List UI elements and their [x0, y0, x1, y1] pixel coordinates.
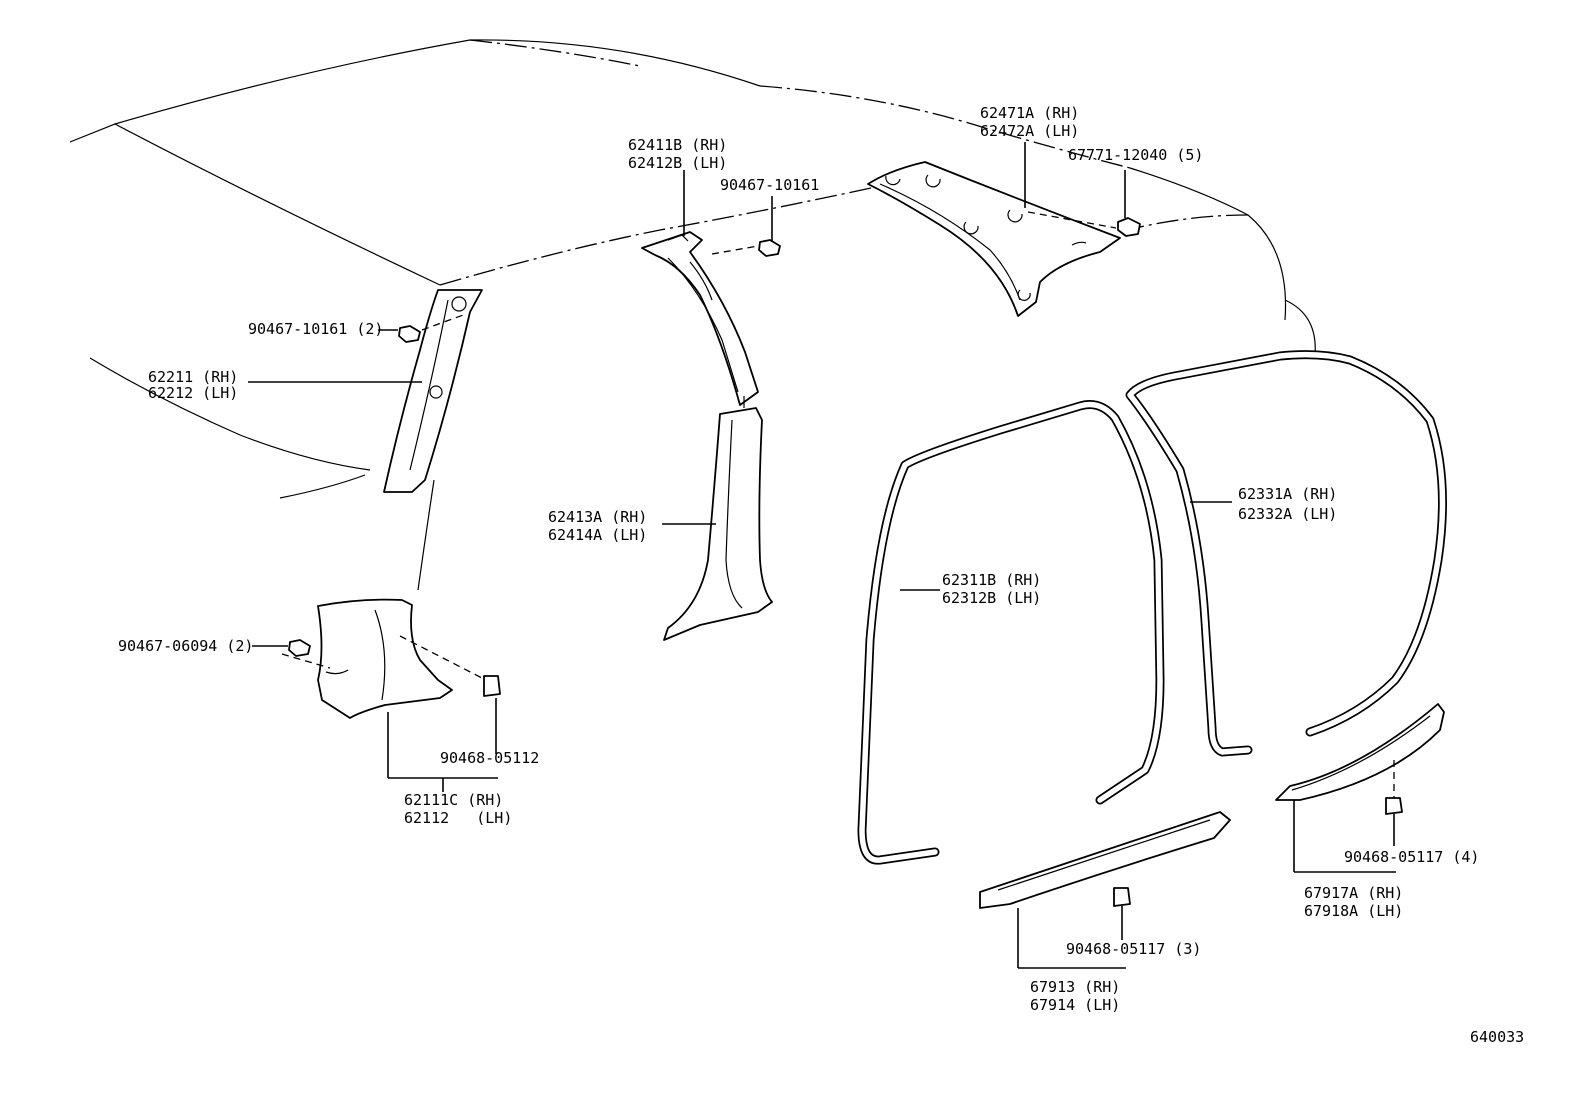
label-62413A-rh: 62413A (RH) — [548, 508, 647, 526]
label-90468-05112: 90468-05112 — [440, 749, 539, 767]
front-pillar-trim — [248, 289, 483, 493]
label-67913-rh: 67913 (RH) — [1030, 978, 1120, 996]
callout-62311B: 62311B (RH) 62312B (LH) — [942, 571, 1041, 607]
label-90467-06094: 90467-06094 (2) — [118, 637, 253, 655]
label-90468-05117-4: 90468-05117 (4) — [1344, 848, 1479, 866]
label-62311B-rh: 62311B (RH) — [942, 571, 1041, 589]
callout-67917A: 67917A (RH) 67918A (LH) — [1304, 884, 1403, 920]
clip-90467-top-icon — [711, 196, 781, 257]
center-pillar-lower-trim — [662, 396, 773, 641]
label-62332A-lh: 62332A (LH) — [1238, 505, 1337, 523]
clip-90467-left-icon — [378, 313, 467, 343]
label-90467-10161-top: 90467-10161 — [720, 176, 819, 194]
callout-67913: 67913 (RH) 67914 (LH) — [1030, 978, 1120, 1014]
callout-62331A: 62331A (RH) 62332A (LH) — [1238, 485, 1337, 523]
clip-90468-05117-4-icon — [1385, 797, 1403, 846]
label-67918A-lh: 67918A (LH) — [1304, 902, 1403, 920]
callout-62111C: 62111C (RH) 62112 (LH) — [404, 791, 512, 827]
label-62331A-rh: 62331A (RH) — [1238, 485, 1337, 503]
callout-62413A: 62413A (RH) 62414A (LH) — [548, 508, 647, 544]
label-67771-12040: 67771-12040 (5) — [1068, 146, 1203, 164]
label-67914-lh: 67914 (LH) — [1030, 996, 1120, 1014]
callout-62211: 62211 (RH) 62212 (LH) — [148, 368, 238, 402]
label-62414A-lh: 62414A (LH) — [548, 526, 647, 544]
label-62312B-lh: 62312B (LH) — [942, 589, 1041, 607]
label-62411B-rh: 62411B (RH) — [628, 136, 727, 154]
callout-62471A: 62471A (RH) 62472A (LH) — [980, 104, 1079, 140]
label-62112-lh: 62112 (LH) — [404, 809, 512, 827]
clip-90468-05117-3-icon — [1113, 887, 1131, 940]
clip-90467-06094-icon — [252, 639, 311, 657]
callout-62411B: 62411B (RH) 62412B (LH) — [628, 136, 727, 172]
label-62211-rh: 62211 (RH) — [148, 368, 238, 386]
rear-door-weatherstrip — [1125, 350, 1447, 757]
center-pillar-upper-trim — [641, 170, 759, 406]
label-62471A-rh: 62471A (RH) — [980, 104, 1079, 122]
front-scuff-plate — [979, 811, 1231, 969]
label-62472A-lh: 62472A (LH) — [980, 122, 1079, 140]
label-90468-05117-3: 90468-05117 (3) — [1066, 940, 1201, 958]
front-door-weatherstrip — [857, 400, 1165, 865]
label-67917A-rh: 67917A (RH) — [1304, 884, 1403, 902]
cowl-side-trim — [281, 598, 498, 792]
label-62111C-rh: 62111C (RH) — [404, 791, 503, 809]
label-62212-lh: 62212 (LH) — [148, 384, 238, 402]
label-62412B-lh: 62412B (LH) — [628, 154, 727, 172]
body-outline — [69, 39, 1316, 591]
diagram-id: 640033 — [1470, 1028, 1524, 1046]
label-90467-10161-left: 90467-10161 (2) — [248, 320, 383, 338]
clip-67771-icon — [1027, 170, 1141, 237]
clip-90468-05112-icon — [483, 675, 501, 754]
rear-scuff-plate — [1275, 703, 1445, 873]
roof-side-rail-trim — [867, 142, 1121, 317]
